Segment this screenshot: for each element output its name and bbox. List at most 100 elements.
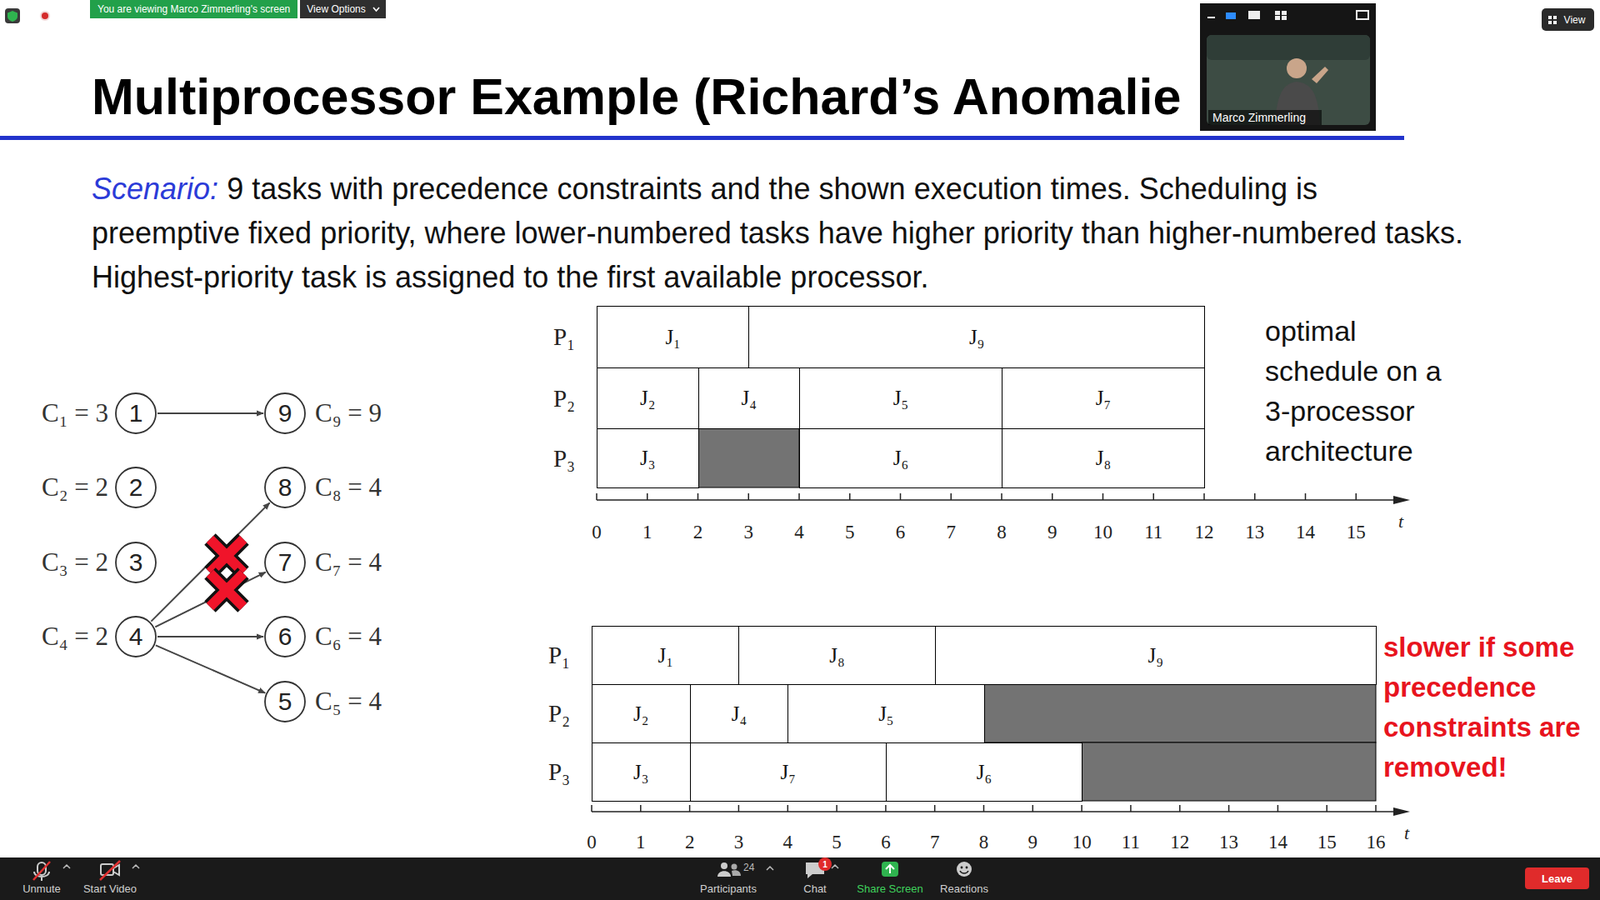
tick-label: 3 bbox=[744, 521, 755, 544]
precedence-arrow bbox=[155, 572, 265, 628]
processor-name: P₂ bbox=[548, 700, 570, 728]
node-text: Leave bbox=[1541, 872, 1573, 885]
node-text: J₃ bbox=[640, 446, 655, 470]
axis-label: t bbox=[1398, 510, 1404, 533]
toolbar-label: Share Screen bbox=[856, 882, 924, 895]
axis-arrow bbox=[1393, 495, 1410, 505]
video-thumbnail bbox=[1200, 3, 1376, 131]
task-node: 8 bbox=[264, 466, 306, 509]
tick-label: 10 bbox=[1072, 831, 1092, 854]
node-text: 1 bbox=[129, 399, 144, 428]
tick-label: 5 bbox=[845, 521, 855, 544]
tick-label: 12 bbox=[1195, 521, 1215, 544]
leave-button: Leave bbox=[1525, 867, 1590, 890]
node-text: 9 bbox=[278, 399, 293, 428]
task-node: 1 bbox=[115, 392, 157, 435]
toolbar bbox=[0, 857, 1600, 900]
record-ring bbox=[40, 10, 50, 21]
toolbar-label: Chat bbox=[803, 882, 826, 895]
node-text: J₄ bbox=[741, 386, 757, 410]
node-text: J₅ bbox=[893, 386, 909, 410]
view-options-button: View Options bbox=[300, 0, 385, 19]
processor-name: P₁ bbox=[548, 641, 570, 670]
job-slot: J₈ bbox=[738, 625, 935, 685]
tick-label: 10 bbox=[1093, 521, 1113, 544]
axis-arrow bbox=[1393, 807, 1410, 816]
tick-label: 15 bbox=[1317, 831, 1337, 854]
node-text: J₉ bbox=[969, 325, 985, 350]
shield-shape bbox=[7, 10, 18, 22]
tick-label: 1 bbox=[642, 521, 653, 544]
grid-icon bbox=[1548, 15, 1557, 25]
precedence-arrow bbox=[157, 412, 264, 415]
node-text: J₂ bbox=[640, 386, 655, 410]
execution-time: C₈ = 4 bbox=[315, 472, 382, 503]
tick-label: 6 bbox=[880, 831, 891, 854]
node-text: J₁ bbox=[657, 644, 673, 668]
job-slot: J₈ bbox=[1001, 428, 1205, 489]
execution-time: C₃ = 2 bbox=[41, 547, 109, 578]
axis-label: t bbox=[1404, 822, 1410, 845]
title-rule bbox=[0, 135, 1405, 140]
job-slot: J₂ bbox=[591, 684, 691, 744]
tick-label: 9 bbox=[1028, 831, 1039, 854]
tick-label: 2 bbox=[685, 831, 695, 854]
execution-time: C₄ = 2 bbox=[41, 621, 109, 652]
node-text: J₂ bbox=[633, 702, 649, 726]
tick-label: 7 bbox=[930, 831, 940, 854]
precedence-arrow bbox=[155, 645, 265, 693]
job-slot: J₉ bbox=[935, 625, 1377, 685]
view-button: View bbox=[1541, 8, 1595, 31]
node-text: J₇ bbox=[1095, 386, 1111, 410]
node-text: You are viewing Marco Zimmerling's scree… bbox=[97, 3, 290, 15]
time-axis bbox=[591, 493, 1400, 812]
cross-mark bbox=[210, 573, 244, 607]
job-slot: J₁ bbox=[591, 625, 740, 685]
job-slot: J₅ bbox=[799, 367, 1003, 430]
task-node: 6 bbox=[264, 615, 306, 658]
node-text: View Options bbox=[306, 3, 365, 15]
execution-time: C₂ = 2 bbox=[41, 472, 109, 503]
tick-label: 6 bbox=[895, 521, 906, 544]
scenario-body: 9 tasks with precedence constraints and … bbox=[91, 171, 1464, 295]
node-text: 4 bbox=[129, 622, 144, 651]
slide-title: Multiprocessor Example (Richard’s Anomal… bbox=[91, 71, 1181, 123]
tick-label: 8 bbox=[996, 521, 1007, 544]
tick-label: 11 bbox=[1144, 521, 1163, 544]
job-slot: J₃ bbox=[596, 428, 700, 489]
task-node: 7 bbox=[264, 541, 306, 584]
tick-label: 9 bbox=[1047, 521, 1058, 544]
chevron-icon bbox=[372, 5, 380, 13]
toolbar-label: Unmute bbox=[22, 882, 61, 895]
job-slot: J₉ bbox=[748, 305, 1205, 369]
task-node: 2 bbox=[115, 466, 157, 509]
toolbar-label: Participants bbox=[700, 882, 757, 895]
tick-label: 16 bbox=[1366, 831, 1386, 854]
tick-label: 13 bbox=[1245, 521, 1265, 544]
job-slot: J₁ bbox=[596, 305, 750, 369]
job-slot: J₆ bbox=[799, 428, 1003, 489]
cross-mark bbox=[210, 539, 244, 573]
shield-icon bbox=[5, 8, 20, 24]
processor-name: P₁ bbox=[553, 323, 575, 351]
job-slot: J₆ bbox=[885, 742, 1083, 802]
node-text: J₉ bbox=[1148, 644, 1164, 668]
scenario-heading: Scenario: bbox=[91, 171, 219, 206]
tick-label: 0 bbox=[591, 521, 602, 544]
node-text: 7 bbox=[278, 548, 293, 577]
execution-time: C₅ = 4 bbox=[315, 686, 382, 717]
node-text: J₅ bbox=[878, 702, 894, 726]
node-text: 2 bbox=[129, 473, 144, 502]
node-text: 3 bbox=[129, 548, 144, 577]
tick-label: 3 bbox=[734, 831, 745, 854]
job-slot: J₄ bbox=[690, 684, 790, 744]
job-slot: J₅ bbox=[787, 684, 985, 744]
node-text: J₈ bbox=[829, 644, 845, 668]
precedence-arrow bbox=[150, 502, 270, 621]
execution-time: C₇ = 4 bbox=[315, 547, 382, 578]
tick-label: 1 bbox=[635, 831, 646, 854]
job-slot: J₂ bbox=[596, 367, 700, 430]
tick-label: 14 bbox=[1268, 831, 1288, 854]
notification-count: 1 bbox=[822, 860, 828, 870]
precedence-arrow bbox=[157, 635, 264, 638]
